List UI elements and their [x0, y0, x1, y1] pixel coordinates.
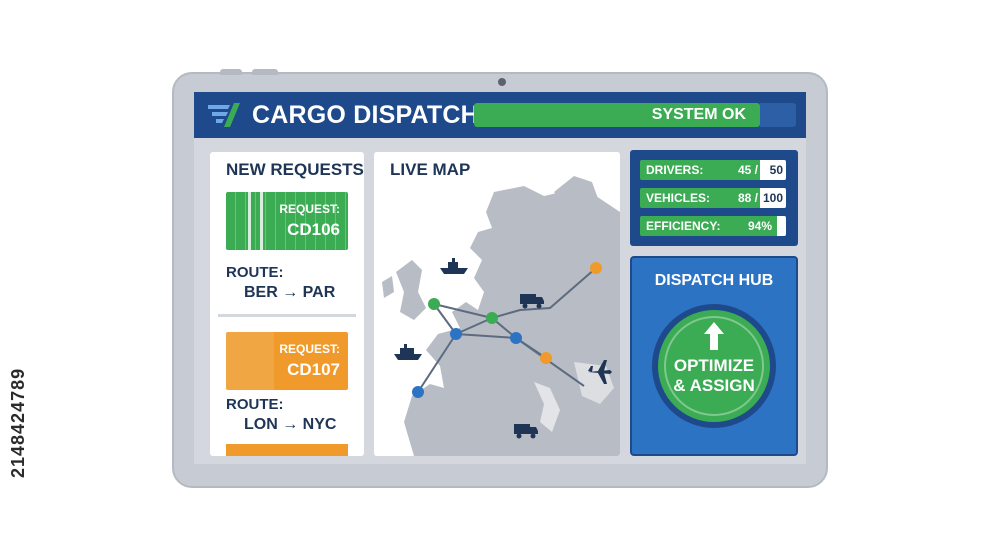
new-requests-panel: NEW REQUESTS REQUEST: CD106 ROUTE: BER →… [210, 152, 364, 456]
camera-icon [498, 78, 506, 86]
tablet-button [252, 69, 278, 75]
ship-icon [440, 258, 468, 274]
stat-drivers: DRIVERS: 45 / 50 [640, 160, 786, 180]
arrow-up-icon [704, 322, 724, 350]
card-stripe [248, 192, 251, 250]
route-label: ROUTE: [226, 396, 284, 413]
box-panel [226, 332, 274, 390]
stat-label: VEHICLES: [646, 191, 711, 205]
stat-max: 100 [762, 191, 783, 205]
route-node [590, 262, 602, 274]
stat-number: 45 [737, 163, 752, 177]
app-header: CARGO DISPATCH SYSTEM OK [194, 92, 806, 138]
app-title: CARGO DISPATCH [252, 101, 479, 129]
truck-icon [514, 424, 538, 439]
stat-track [760, 188, 786, 208]
card-stripe [260, 192, 263, 250]
optimize-assign-button[interactable]: OPTIMIZE & ASSIGN [652, 304, 776, 428]
stat-value: 94% [747, 219, 772, 233]
button-ring [664, 316, 764, 416]
stat-number: 88 [737, 191, 752, 205]
stat-slash: / [754, 191, 758, 205]
tablet-button [220, 69, 242, 75]
stat-efficiency: EFFICIENCY: 94% [640, 216, 786, 236]
map-title: LIVE MAP [390, 160, 471, 179]
live-map-panel[interactable]: LIVE MAP [374, 152, 620, 456]
route-node [450, 328, 462, 340]
route-node [428, 298, 440, 310]
stat-label: DRIVERS: [646, 163, 704, 177]
map-land [382, 276, 394, 298]
truck-icon [520, 294, 544, 309]
airplane-icon [588, 360, 612, 384]
map-land [534, 382, 560, 432]
button-label-line2: & ASSIGN [673, 376, 755, 395]
map-land [396, 260, 426, 320]
requests-title: NEW REQUESTS [226, 160, 364, 179]
system-status-bar: SYSTEM OK [474, 103, 760, 127]
stat-slash: / [754, 163, 758, 177]
stat-track [777, 216, 786, 236]
divider [218, 314, 356, 317]
stat-track [760, 160, 786, 180]
fleet-stats-panel: DRIVERS: 45 / 50 VEHICLES: 88 / 100 EFFI… [630, 150, 798, 246]
app-screen: CARGO DISPATCH SYSTEM OK NEW REQUESTS RE… [194, 92, 806, 464]
map-land [554, 176, 600, 216]
stat-vehicles: VEHICLES: 88 / 100 [640, 188, 786, 208]
hub-title: DISPATCH HUB [654, 272, 774, 289]
route-value: BER → PAR [244, 284, 336, 301]
request-label: REQUEST: [279, 202, 340, 216]
request-card-partial[interactable] [226, 444, 348, 456]
button-label-line1: OPTIMIZE [673, 356, 755, 375]
request-id: CD107 [287, 360, 340, 379]
stat-value: 88 / [738, 191, 758, 205]
ship-icon [394, 344, 422, 360]
request-card-cd107[interactable]: REQUEST: CD107 [226, 332, 348, 390]
stat-label: EFFICIENCY: [646, 219, 721, 233]
route-node [540, 352, 552, 364]
status-bar-cap [760, 103, 796, 127]
route-node [412, 386, 424, 398]
route-value: LON → NYC [244, 416, 337, 433]
request-card-cd106[interactable]: REQUEST: CD106 [226, 192, 348, 250]
route-label: ROUTE: [226, 264, 284, 281]
stat-value: 45 / [738, 163, 758, 177]
route-node [510, 332, 522, 344]
map-land [404, 186, 620, 456]
request-id: CD106 [287, 220, 340, 239]
dispatch-hub-panel: DISPATCH HUB OPTIMIZE & ASSIGN [630, 256, 798, 456]
stat-max: 50 [769, 163, 783, 177]
request-label: REQUEST: [279, 342, 340, 356]
map-canvas [374, 152, 620, 456]
image-id-text: 2148424789 [8, 367, 28, 478]
route-node [486, 312, 498, 324]
logo-icon [208, 103, 240, 127]
